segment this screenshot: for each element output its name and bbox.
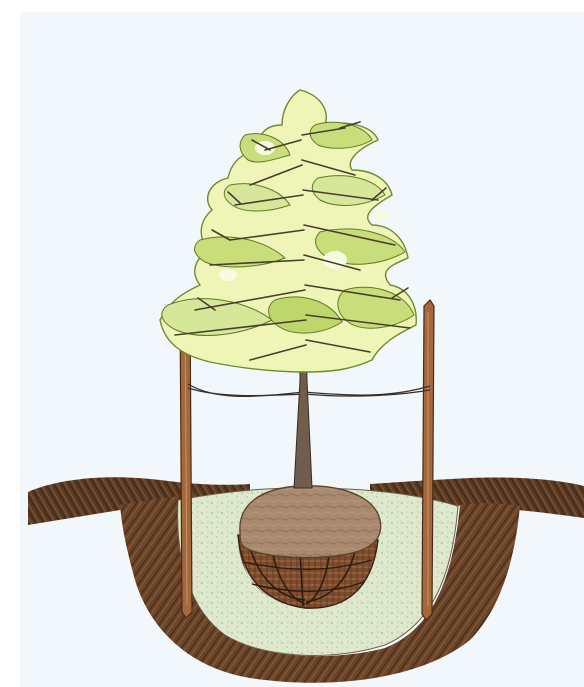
right-stake [422,300,434,620]
guy-wires [188,384,430,396]
root-ball [240,486,381,558]
tree-foliage [160,90,416,372]
